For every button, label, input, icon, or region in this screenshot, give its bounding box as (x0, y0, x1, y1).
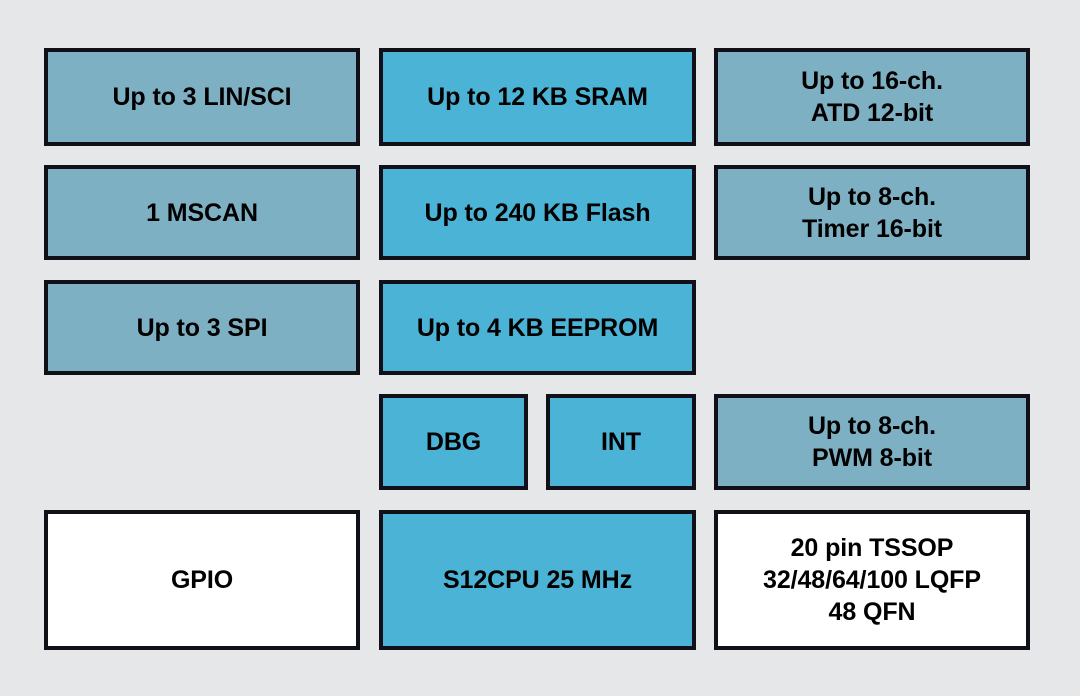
block-timer: Up to 8-ch. Timer 16-bit (714, 165, 1030, 260)
block-label-packages: 20 pin TSSOP 32/48/64/100 LQFP 48 QFN (763, 534, 981, 626)
block-eeprom: Up to 4 KB EEPROM (379, 280, 696, 375)
block-int: INT (546, 394, 696, 490)
block-pwm: Up to 8-ch. PWM 8-bit (714, 394, 1030, 490)
block-label-dbg: DBG (425, 428, 482, 456)
block-gpio: GPIO (44, 510, 360, 650)
block-label-spi: Up to 3 SPI (136, 313, 268, 342)
block-sram: Up to 12 KB SRAM (379, 48, 696, 146)
block-label-atd: Up to 16-ch. ATD 12-bit (801, 67, 943, 127)
block-label-pwm: Up to 8-ch. PWM 8-bit (807, 412, 937, 472)
block-label-eeprom: Up to 4 KB EEPROM (416, 313, 659, 342)
block-label-mscan: 1 MSCAN (146, 198, 258, 227)
block-s12cpu: S12CPU 25 MHz (379, 510, 696, 650)
block-flash: Up to 240 KB Flash (379, 165, 696, 260)
block-lin-sci: Up to 3 LIN/SCI (44, 48, 360, 146)
block-mscan: 1 MSCAN (44, 165, 360, 260)
block-label-flash: Up to 240 KB Flash (424, 198, 651, 227)
block-packages: 20 pin TSSOP 32/48/64/100 LQFP 48 QFN (714, 510, 1030, 650)
block-label-int: INT (601, 428, 641, 456)
block-label-gpio: GPIO (170, 566, 234, 594)
block-atd: Up to 16-ch. ATD 12-bit (714, 48, 1030, 146)
block-label-sram: Up to 12 KB SRAM (427, 83, 648, 111)
block-label-lin-sci: Up to 3 LIN/SCI (112, 83, 292, 111)
block-dbg: DBG (379, 394, 528, 490)
block-spi: Up to 3 SPI (44, 280, 360, 375)
block-label-timer: Up to 8-ch. Timer 16-bit (801, 182, 943, 243)
block-label-s12cpu: S12CPU 25 MHz (442, 566, 633, 594)
